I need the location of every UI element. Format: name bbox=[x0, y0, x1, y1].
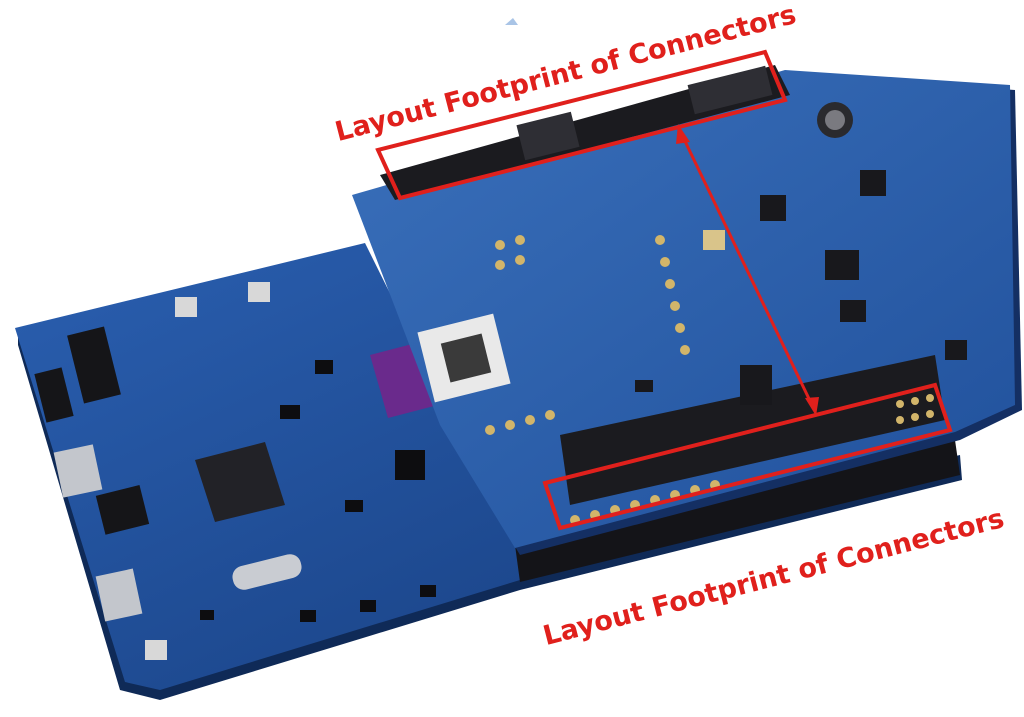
shield-board bbox=[352, 65, 1022, 555]
bottom-connector-footprint-box bbox=[542, 382, 953, 531]
marker-triangle bbox=[505, 18, 518, 25]
jumper-1 bbox=[67, 326, 121, 404]
base-board bbox=[15, 243, 962, 700]
button-reset bbox=[145, 640, 167, 660]
jumper-3 bbox=[95, 485, 150, 535]
main-chip bbox=[195, 442, 285, 522]
top-connector-footprint-box bbox=[375, 49, 788, 201]
usb-port-2 bbox=[95, 568, 143, 622]
button-sw2 bbox=[248, 282, 270, 302]
crystal bbox=[232, 554, 302, 590]
button-sw1 bbox=[175, 297, 197, 317]
dimension-arrow bbox=[676, 124, 819, 416]
usb-port-1 bbox=[53, 444, 103, 498]
jumper-2 bbox=[34, 367, 74, 423]
top-header bbox=[380, 65, 790, 200]
